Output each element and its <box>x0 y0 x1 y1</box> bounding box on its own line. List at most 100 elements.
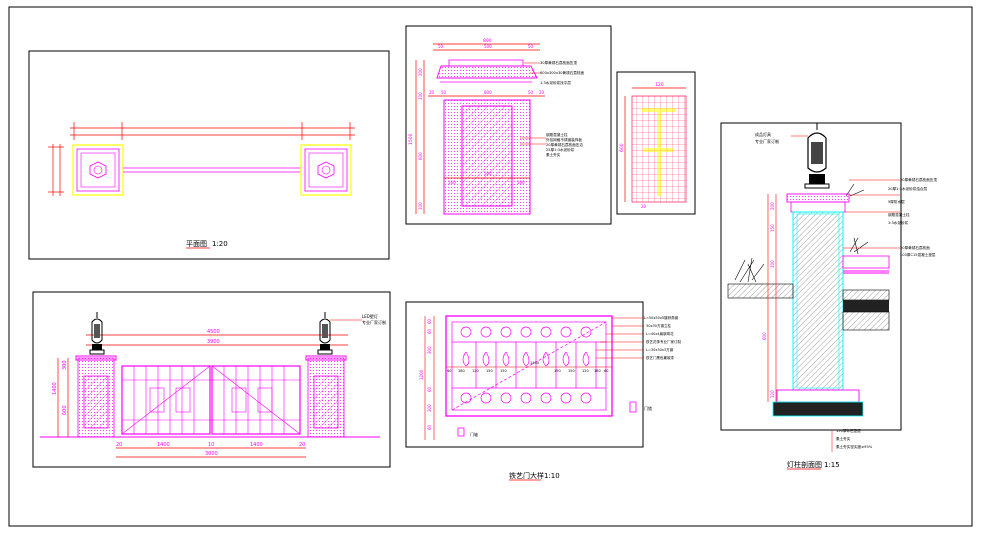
pillar-note-3: 钢筋混凝土柱 <box>546 132 568 137</box>
gate-left-dim-2: 300 <box>427 346 432 354</box>
elev-dim-btotal: 3000 <box>205 451 218 457</box>
gate-left-dim-6: 60 <box>427 424 432 430</box>
grid-dim-bottom: 20 <box>641 204 647 209</box>
pillar-note-5: 20厚黄锈石荔枝面压边 <box>546 142 583 147</box>
pillar-note-0: 30厚黄锈石荔枝面压顶 <box>540 60 577 65</box>
gate-left-dim-5: 300 <box>427 404 432 412</box>
lamp-side-dim-2: 100 <box>770 260 775 268</box>
gate-row-dim-8: 120 <box>582 369 589 373</box>
lamp-frame <box>720 122 902 431</box>
lamp-note-1: 20厚1:3水泥砂浆结合层 <box>888 186 928 191</box>
lamp-section-panel: 成品灯具 专业厂家订制 200 150 100 600 120 <box>720 122 937 470</box>
pillar-note-4: 外挂网格不锈钢装饰板 <box>546 137 582 142</box>
elev-dim-inner: 3900 <box>207 339 220 345</box>
gate-row-dim-10: 60 <box>604 369 608 373</box>
gate-note-5: 铁艺门黑色氟碳漆 <box>646 355 674 360</box>
lamp-fixture <box>804 123 830 189</box>
sheet-border <box>8 6 973 527</box>
grid-dim-top: 120 <box>655 82 664 88</box>
gate-lock <box>629 401 637 413</box>
lamp-column <box>792 211 844 391</box>
pillar-mid-dim-4: 20 <box>539 90 545 95</box>
gate-row-dim-3: 150 <box>486 369 493 373</box>
grid-frame <box>616 71 696 215</box>
elev-dim-b1: 1400 <box>157 442 170 448</box>
lamp-side-dim-4: 120 <box>770 390 775 398</box>
elev-left-dim-0: 1400 <box>52 382 58 395</box>
gate-row-dim-4: 150 <box>500 369 507 373</box>
gate-note-0: L=50x50x5镀锌角钢 <box>644 315 679 320</box>
gate-left-dim-4: 60 <box>427 386 432 392</box>
lamp-note-3: 钢筋混凝土柱 <box>888 212 910 217</box>
pillar-top-dim-2: 500 <box>484 44 492 49</box>
pillar-bottom-dim-2: 160 <box>517 180 525 185</box>
plan-right-pillar <box>300 144 352 196</box>
lamp-planting <box>734 183 869 283</box>
elev-dim-b0: 20 <box>116 442 122 448</box>
lamp-note-5: 20厚黄锈石荔枝面 <box>900 245 930 250</box>
pillar-side-dim-4: 100 <box>418 202 423 210</box>
gate-row-dim-6: 150 <box>554 369 561 373</box>
elev-dim-b3: 1400 <box>250 442 263 448</box>
lamp-cap <box>786 193 850 203</box>
pillar-panel <box>461 105 513 207</box>
lamp-title: 灯柱剖面图 <box>787 460 822 469</box>
gate-scale: 1:10 <box>544 472 560 480</box>
gate-left-dim-1: 60 <box>427 328 432 334</box>
elevation-frame <box>32 291 391 468</box>
elevation-panel: 4500 3900 LED壁灯 专业厂家订制 <box>32 291 391 468</box>
gate-hinge-label: 门轴 <box>470 431 478 437</box>
plan-title: 平面图 <box>186 240 207 248</box>
lamp-side-dim-1: 150 <box>770 224 775 232</box>
pillar-frame <box>405 25 612 225</box>
plan-scale: 1:20 <box>212 240 228 248</box>
gate-left-dim-0: 60 <box>427 318 432 324</box>
gate-title: 铁艺门大样 <box>509 471 544 480</box>
elev-left-lamp <box>89 312 105 355</box>
gate-note-3: 铁艺花饰专业厂家订制 <box>646 339 681 344</box>
gate-row-dim-0: 60 <box>447 369 451 373</box>
pillar-side-dim-1: 200 <box>418 68 423 76</box>
plan-panel: 平面图 1:20 <box>28 50 390 260</box>
elev-lamp-note-1: LED壁灯 <box>362 313 378 319</box>
gate-row-dim-9: 180 <box>594 369 601 373</box>
lamp-note-7: 150厚碎石垫层 <box>836 428 861 433</box>
pillar-mid-dim-2: 800 <box>484 90 492 95</box>
lamp-side-dim-3: 600 <box>762 332 767 340</box>
gate-row-dim-1: 180 <box>458 369 465 373</box>
elev-dim-total: 4500 <box>207 329 220 335</box>
lamp-note-2: 5厚防水层 <box>888 199 905 204</box>
gate-note-1: 30x30方钢立柱 <box>646 323 671 328</box>
gate-row-dim-7: 150 <box>568 369 575 373</box>
elev-dim-b2: 10 <box>208 442 214 448</box>
gate-left-dim-3: 1200 <box>419 369 424 380</box>
pillar-top-dim-1: 50 <box>438 44 444 49</box>
lamp-note-0: 20厚黄锈石荔枝面压顶 <box>900 177 937 182</box>
elev-dim-b4: 20 <box>299 442 305 448</box>
pillar-elevation-panel: 800 50 500 50 20 50 800 50 20 160 500 16… <box>405 25 612 225</box>
pillar-top-dim-0: 800 <box>483 38 492 44</box>
gate-row-dim-5: 1400 <box>530 361 539 365</box>
pillar-side-dim-0: 1500 <box>408 133 414 145</box>
pillar-mid-dim-0: 20 <box>429 90 435 95</box>
plan-frame <box>28 50 390 260</box>
elev-gate-left <box>121 365 211 435</box>
pillar-mid-dim-3: 50 <box>528 90 534 95</box>
elev-right-lamp <box>317 312 333 355</box>
gate-ornaments <box>451 321 607 411</box>
gate-frame <box>405 301 644 448</box>
grid-dim-side: 600 <box>619 143 625 152</box>
pillar-mid-dim-1: 50 <box>441 90 447 95</box>
pillar-side-dim-3: 600 <box>418 152 423 160</box>
pillar-cap <box>436 65 538 79</box>
gate-lock-label: 门锁 <box>644 405 652 411</box>
pillar-note-6: 25厚1:3水泥砂浆 <box>546 147 575 152</box>
pillar-top-dim-3: 50 <box>528 44 534 49</box>
lamp-note-9: 素土夯实密实度≥95% <box>836 444 873 449</box>
gate-panel: 60 180 120 150 150 1400 150 150 120 180 … <box>405 301 681 481</box>
plan-left-pillar <box>72 144 124 196</box>
gate-note-2: L=40x4扁钢弯花 <box>646 331 674 336</box>
elev-gate-right <box>211 365 301 435</box>
pillar-side-dim-2: 100 <box>418 92 423 100</box>
